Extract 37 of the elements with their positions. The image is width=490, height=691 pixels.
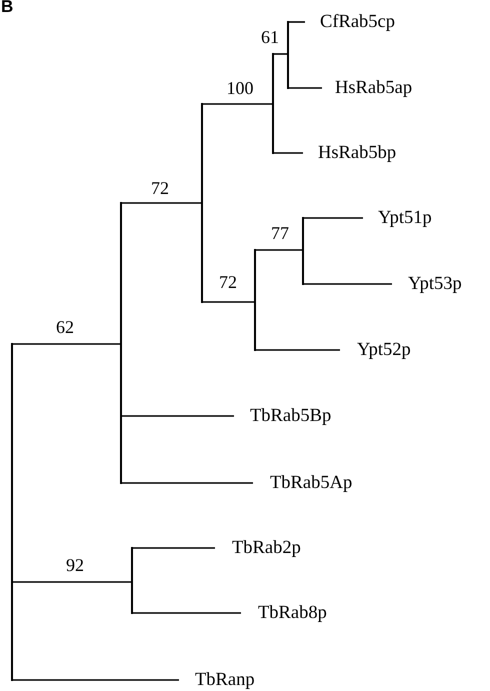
bootstrap-value: 72 [150,179,170,197]
tree-branch [304,217,363,219]
tree-branch [122,415,234,417]
tree-branch [13,343,120,345]
bootstrap-value: 77 [270,224,290,242]
tree-branch [274,53,287,55]
taxon-label: Ypt52p [340,338,411,362]
taxon-label: TbRanp [179,668,255,691]
taxon-label: Ypt53p [392,272,462,296]
tree-branch [256,249,302,251]
taxon-label: TbRab5Ap [253,471,352,495]
bootstrap-value: 62 [55,318,75,336]
tree-branch [304,283,392,285]
tree-branch [289,21,305,23]
tree-branch [256,349,340,351]
tree-branch [13,581,131,583]
taxon-label: TbRab5Bp [234,404,332,428]
taxon-label: CfRab5cp [305,10,396,34]
tree-branch [122,482,253,484]
bootstrap-value: 61 [260,28,280,46]
taxon-label: TbRab2p [215,536,301,560]
panel-label: B [1,0,14,15]
tree-branch [203,301,254,303]
taxon-label: HsRab5bp [303,141,396,165]
taxon-label: TbRab8p [241,601,327,625]
tree-branch [133,547,215,549]
tree-branch [13,679,179,681]
tree-branch [289,87,322,89]
tree-branch [133,612,241,614]
tree-branch [203,103,272,105]
bootstrap-value: 72 [218,273,238,291]
tree-branch [122,202,201,204]
bootstrap-value: 100 [226,79,254,97]
tree-branch [274,152,303,154]
taxon-label: HsRab5ap [322,76,412,100]
bootstrap-value: 92 [65,556,85,574]
taxon-label: Ypt51p [363,206,432,230]
